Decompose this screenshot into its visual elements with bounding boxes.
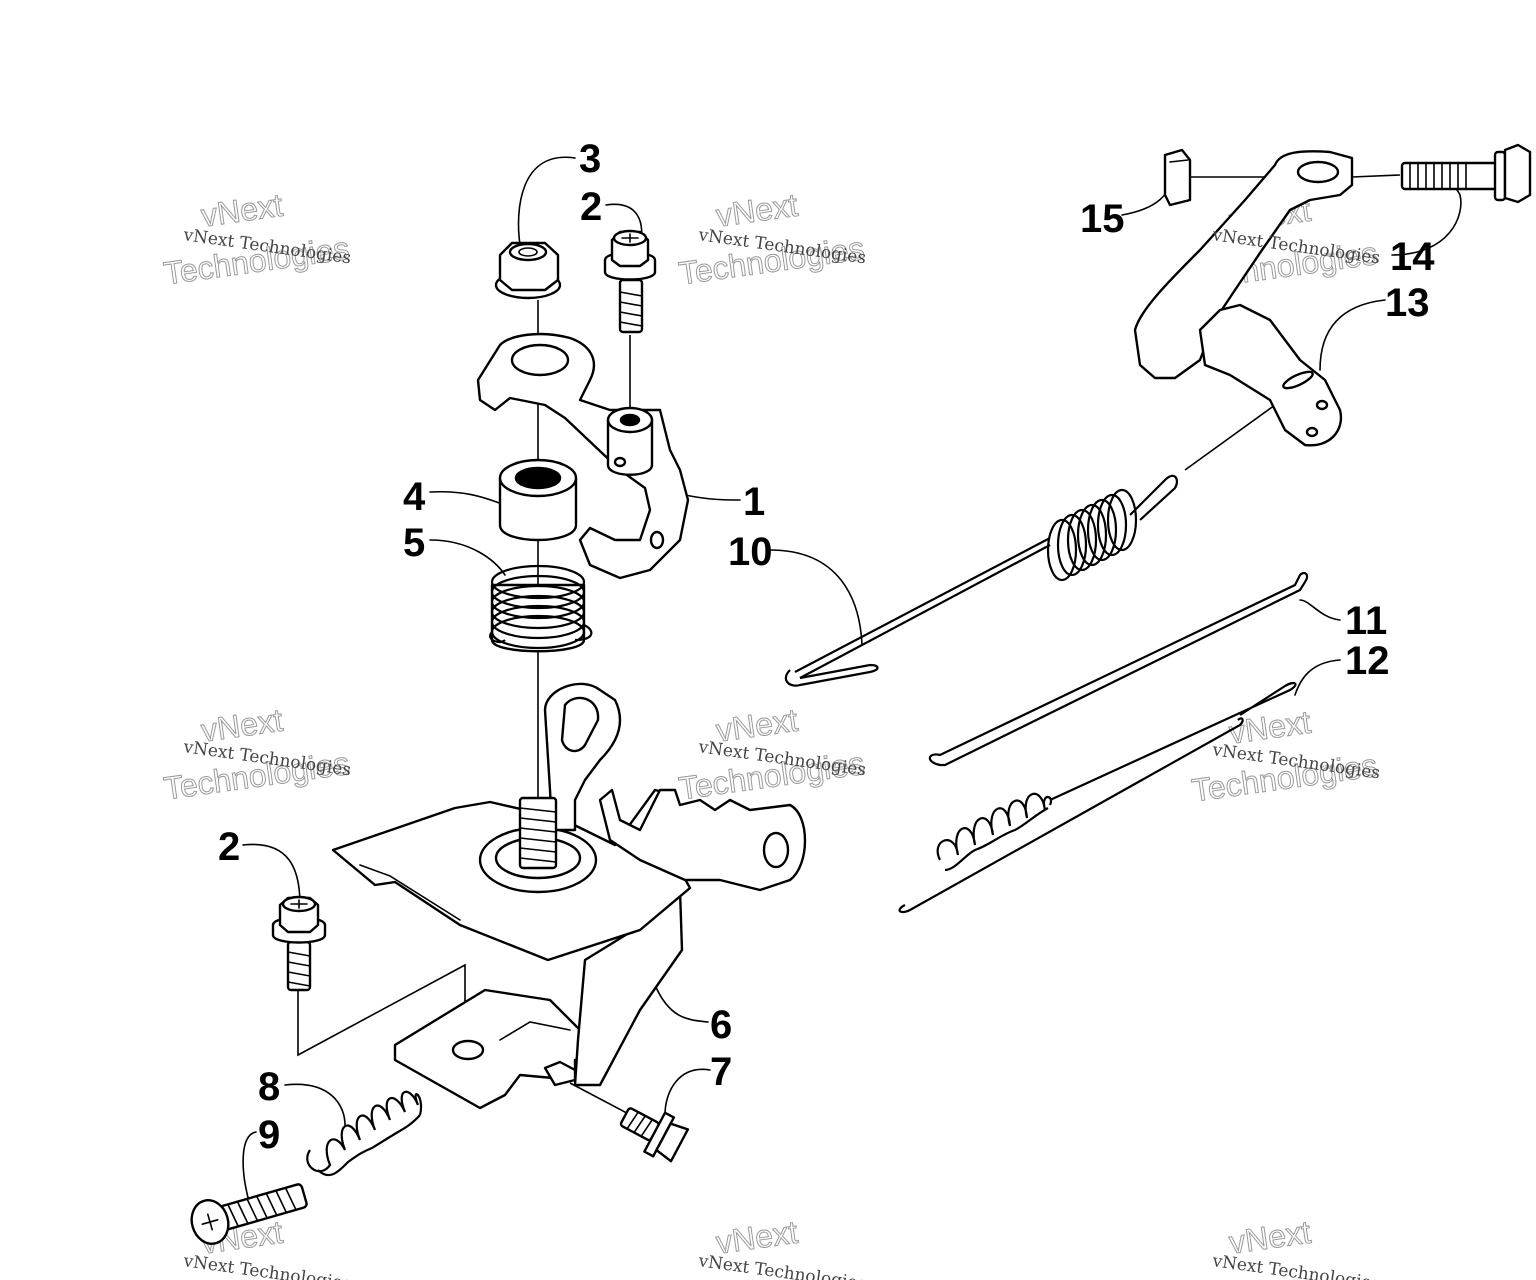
callout-11: 11	[1345, 599, 1387, 643]
watermark-small: vNext Technologies	[1210, 1251, 1381, 1280]
watermark-small: vNext Technologies	[696, 1251, 867, 1280]
callout-1: 1	[743, 480, 765, 524]
leader-1	[684, 494, 741, 501]
leader-3	[517, 156, 576, 246]
callouts: 3 2 4 5 1 2 6 7 8 9 10 11 12 13 14 15	[218, 137, 1435, 1157]
leader-5	[429, 539, 506, 576]
flange-nut-part-3	[494, 241, 562, 300]
leader-10	[769, 549, 863, 646]
callout-4: 4	[403, 475, 426, 519]
screw-part-9	[190, 1183, 308, 1245]
square-nut-part-15	[1163, 148, 1192, 207]
callout-8: 8	[258, 1065, 280, 1109]
callout-6: 6	[710, 1003, 732, 1047]
assembly-axis-spring	[1184, 404, 1276, 471]
leader-8	[284, 1083, 346, 1126]
callout-2-upper: 2	[580, 185, 602, 229]
leader-9	[242, 1131, 257, 1206]
bolt-part-7	[619, 1107, 690, 1163]
bolt-part-14	[1400, 143, 1532, 204]
leader-12	[1294, 659, 1341, 696]
bracket-part-6	[331, 682, 807, 1110]
callout-2-lower: 2	[218, 825, 240, 869]
arm-part-13	[1133, 150, 1354, 447]
leader-11	[1299, 599, 1341, 621]
leader-13	[1319, 299, 1386, 371]
leader-15	[1121, 184, 1171, 216]
leader-2b	[242, 843, 301, 906]
watermark-top: vNext	[1227, 1214, 1313, 1261]
callout-15: 15	[1080, 197, 1125, 241]
leader-6	[654, 984, 709, 1023]
bushing-part-4	[498, 458, 578, 542]
lever-part-1	[476, 332, 690, 580]
callout-5: 5	[403, 521, 425, 565]
callout-14: 14	[1390, 235, 1435, 279]
torsion-spring-part-5	[489, 564, 593, 653]
watermark-top: vNext	[199, 187, 285, 234]
watermark-top: vNext	[714, 187, 800, 234]
bolt-part-2-lower	[271, 895, 327, 992]
callout-10: 10	[728, 530, 773, 574]
callout-12: 12	[1345, 639, 1390, 683]
spring-part-12	[898, 681, 1297, 914]
watermark-tile: vNext	[713, 1213, 800, 1261]
callout-7: 7	[710, 1050, 732, 1094]
callout-9: 9	[258, 1113, 280, 1157]
compression-spring-part-8	[306, 1090, 423, 1177]
watermark-tile: vNext	[1226, 1213, 1313, 1261]
extension-spring-part-10	[784, 474, 1179, 687]
leader-7	[664, 1068, 711, 1116]
watermark-small-lines: vNext Technologies vNext Technologies vN…	[181, 225, 1381, 1280]
rod-part-11	[928, 571, 1309, 767]
callout-13: 13	[1385, 281, 1430, 325]
assembly-axis-bolt-14	[1351, 174, 1401, 178]
watermark-top: vNext	[714, 1214, 800, 1261]
watermark-small: vNext Technologies	[181, 1251, 352, 1280]
leader-4	[429, 490, 506, 506]
bolt-part-2-upper	[603, 229, 657, 334]
callout-3: 3	[579, 137, 601, 181]
